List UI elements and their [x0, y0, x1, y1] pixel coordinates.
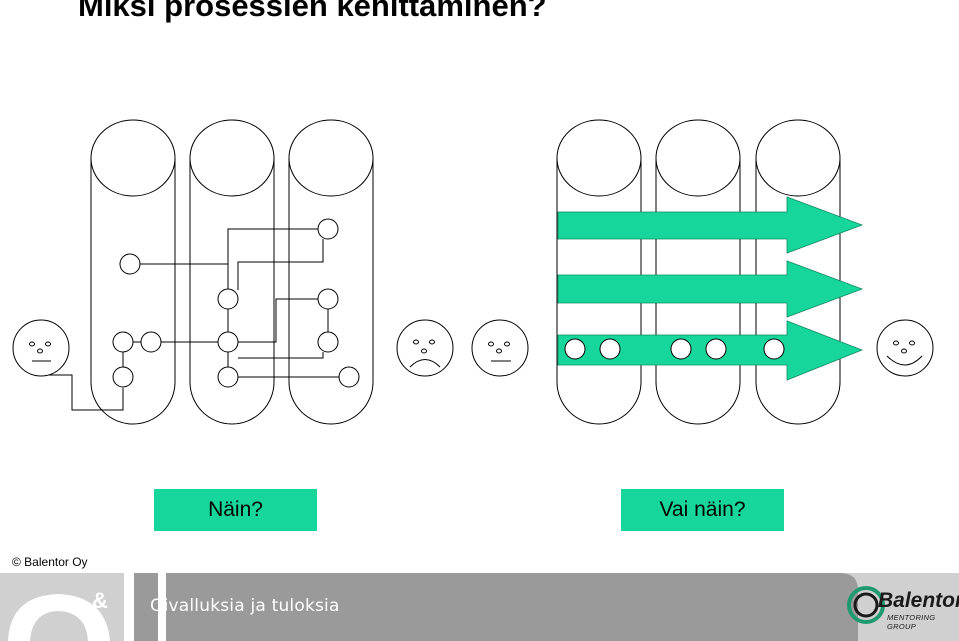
process-column: [288, 119, 374, 425]
process-column: [556, 119, 642, 425]
activity-node: [564, 338, 586, 360]
activity-node: [217, 331, 239, 353]
activity-node: [670, 338, 692, 360]
ampersand-mark: &: [92, 588, 108, 613]
activity-node: [763, 338, 785, 360]
copyright-text: © Balentor Oy: [12, 555, 88, 569]
slide-title: Miksi prosessien kehittäminen?: [78, 0, 547, 23]
process-arrow-icon: [557, 260, 864, 318]
activity-node: [338, 366, 360, 388]
activity-node: [317, 331, 339, 353]
activity-node: [112, 331, 134, 353]
activity-node: [217, 288, 239, 310]
happy-face-icon: [876, 319, 934, 377]
label-this-way: Näin?: [154, 489, 317, 531]
sad-face-icon: [396, 319, 454, 377]
left-activity-nodes: [112, 218, 360, 388]
activity-node: [317, 218, 339, 240]
activity-node: [140, 331, 162, 353]
neutral-face-icon: [471, 319, 529, 377]
activity-node: [317, 288, 339, 310]
left-connector-lines: [41, 228, 339, 411]
process-column: [655, 119, 741, 425]
logo-subtitle: MENTORING GROUP: [887, 613, 936, 631]
process-arrow-icon: [557, 196, 864, 254]
label-or-this-way: Vai näin?: [621, 489, 784, 531]
neutral-face-icon: [12, 319, 70, 377]
right-activity-nodes: [564, 338, 785, 360]
balentor-logo-icon: [847, 586, 885, 624]
footer-tagline: Oivalluksia ja tuloksia: [150, 596, 340, 616]
footer-graphic: [0, 573, 959, 641]
activity-node: [112, 366, 134, 388]
activity-node: [599, 338, 621, 360]
activity-node: [217, 366, 239, 388]
activity-node: [705, 338, 727, 360]
logo-name: Balentor: [878, 589, 959, 612]
activity-node: [119, 253, 141, 275]
